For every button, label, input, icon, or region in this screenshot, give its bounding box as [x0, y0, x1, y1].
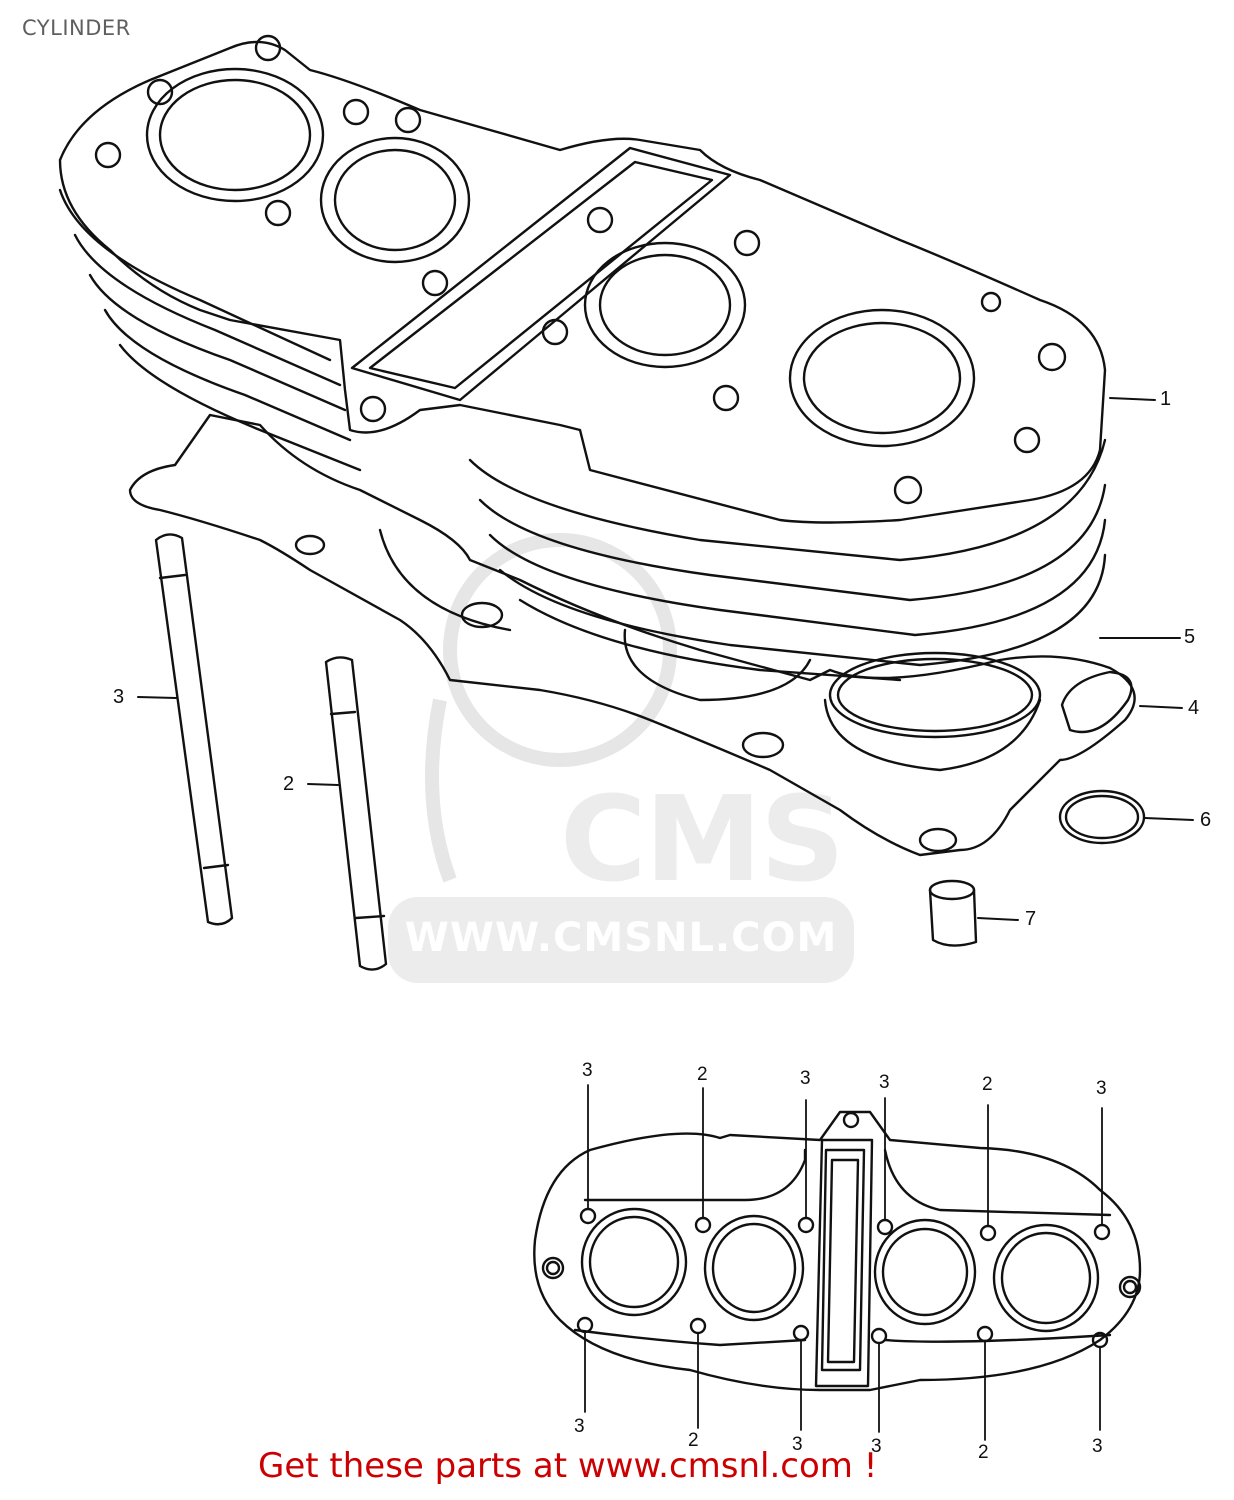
stud-label-bottom-5: 2 — [978, 1442, 989, 1463]
stud-label-top-3: 3 — [800, 1068, 811, 1089]
stud-label-top-5: 2 — [982, 1074, 993, 1095]
stud-label-top-6: 3 — [1096, 1078, 1107, 1099]
promo-link[interactable]: Get these parts at www.cmsnl.com ! — [258, 1446, 878, 1486]
callout-5: 5 — [1184, 626, 1196, 648]
callout-2: 2 — [283, 773, 295, 795]
stud-label-top-2: 2 — [697, 1064, 708, 1085]
watermark-url: WWW.CMSNL.COM — [404, 915, 838, 961]
callout-4: 4 — [1188, 697, 1200, 719]
stud-label-top-1: 3 — [582, 1060, 593, 1081]
stud-label-bottom-2: 2 — [688, 1430, 699, 1451]
stud-layout-view — [533, 1084, 1142, 1441]
stud-label-top-4: 3 — [879, 1072, 890, 1093]
watermark-url-badge: WWW.CMSNL.COM — [388, 897, 854, 983]
watermark-logo: CMS — [560, 770, 845, 908]
leader-lines — [137, 397, 1194, 921]
stud-label-bottom-3: 3 — [792, 1434, 803, 1455]
long-stud-bolt — [154, 533, 234, 926]
cylinder-block — [58, 34, 1107, 682]
callout-3: 3 — [113, 686, 125, 708]
dowel-pin — [928, 879, 978, 947]
callout-7: 7 — [1025, 908, 1037, 930]
o-ring-small — [1058, 789, 1146, 845]
stud-label-bottom-1: 3 — [574, 1416, 585, 1437]
short-stud-bolt — [324, 656, 388, 971]
diagram-title: CYLINDER — [22, 16, 131, 40]
stud-label-bottom-4: 3 — [871, 1436, 882, 1457]
o-ring-large — [828, 651, 1042, 739]
base-gasket — [128, 413, 1136, 857]
callout-6: 6 — [1200, 809, 1212, 831]
stud-label-bottom-6: 3 — [1092, 1436, 1103, 1457]
watermark-mascot-icon — [425, 533, 677, 883]
callout-1: 1 — [1160, 388, 1172, 410]
